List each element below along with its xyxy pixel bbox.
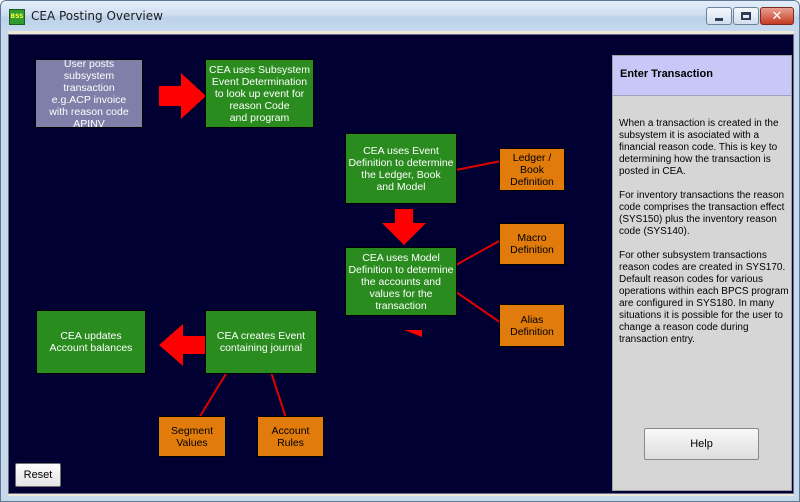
alias-definition-label: Alias Definition — [510, 313, 554, 338]
connector-ledger — [455, 160, 502, 171]
connector-macro — [455, 239, 502, 266]
diagram-canvas: User posts subsystem transaction e.g.ACP… — [8, 34, 794, 494]
help-button[interactable]: Help — [644, 428, 759, 460]
connector-segment — [198, 371, 228, 419]
window-title: CEA Posting Overview — [31, 9, 163, 23]
account-rules-label: Account Rules — [271, 424, 310, 449]
arrow-curve-left — [404, 330, 422, 337]
minimize-icon — [715, 17, 723, 21]
panel-title: Enter Transaction — [613, 56, 791, 96]
update-balances-label: CEA updates Account balances — [49, 330, 133, 354]
ledger-book-definition-label: Ledger / Book Definition — [510, 151, 554, 188]
info-panel: Enter Transaction When a transaction is … — [612, 55, 792, 491]
flow-arrows — [159, 73, 502, 419]
arrow-right-1 — [159, 73, 206, 119]
reset-button[interactable]: Reset — [15, 463, 61, 487]
ledger-book-definition-box[interactable]: Ledger / Book Definition — [499, 148, 565, 191]
connector-alias — [455, 291, 502, 324]
segment-values-label: Segment Values — [170, 424, 214, 449]
close-button[interactable]: ✕ — [760, 7, 794, 25]
segment-values-box[interactable]: Segment Values — [158, 416, 226, 457]
macro-definition-label: Macro Definition — [510, 232, 554, 256]
macro-definition-box[interactable]: Macro Definition — [499, 223, 565, 265]
event-definition-label: CEA uses Event Definition to determine t… — [348, 144, 454, 193]
event-determination-label: CEA uses Subsystem Event Determination t… — [209, 63, 310, 124]
model-definition-label: CEA uses Model Definition to determine t… — [348, 251, 454, 312]
panel-body-text: When a transaction is created in the sub… — [619, 118, 789, 345]
user-posts-label: User posts subsystem transaction e.g.ACP… — [49, 57, 129, 130]
close-icon: ✕ — [771, 8, 783, 24]
app-icon: BSS — [9, 9, 25, 25]
arrow-down-2 — [382, 209, 426, 245]
user-posts-box[interactable]: User posts subsystem transaction e.g.ACP… — [35, 57, 143, 130]
window-client: User posts subsystem transaction e.g.ACP… — [8, 31, 794, 496]
maximize-button[interactable] — [733, 7, 759, 25]
create-event-box[interactable]: CEA creates Event containing journal — [205, 310, 317, 374]
update-balances-box[interactable]: CEA updates Account balances — [36, 310, 146, 374]
connector-account — [270, 371, 287, 419]
arrow-left-3 — [159, 324, 205, 366]
event-determination-box[interactable]: CEA uses Subsystem Event Determination t… — [205, 59, 314, 128]
account-rules-box[interactable]: Account Rules — [257, 416, 324, 457]
minimize-button[interactable] — [706, 7, 732, 25]
alias-definition-box[interactable]: Alias Definition — [499, 304, 565, 347]
title-bar[interactable]: BSS CEA Posting Overview ✕ — [1, 1, 799, 31]
model-definition-box[interactable]: CEA uses Model Definition to determine t… — [345, 247, 457, 316]
maximize-icon — [741, 12, 751, 20]
event-definition-box[interactable]: CEA uses Event Definition to determine t… — [345, 133, 457, 204]
create-event-label: CEA creates Event containing journal — [216, 330, 306, 354]
